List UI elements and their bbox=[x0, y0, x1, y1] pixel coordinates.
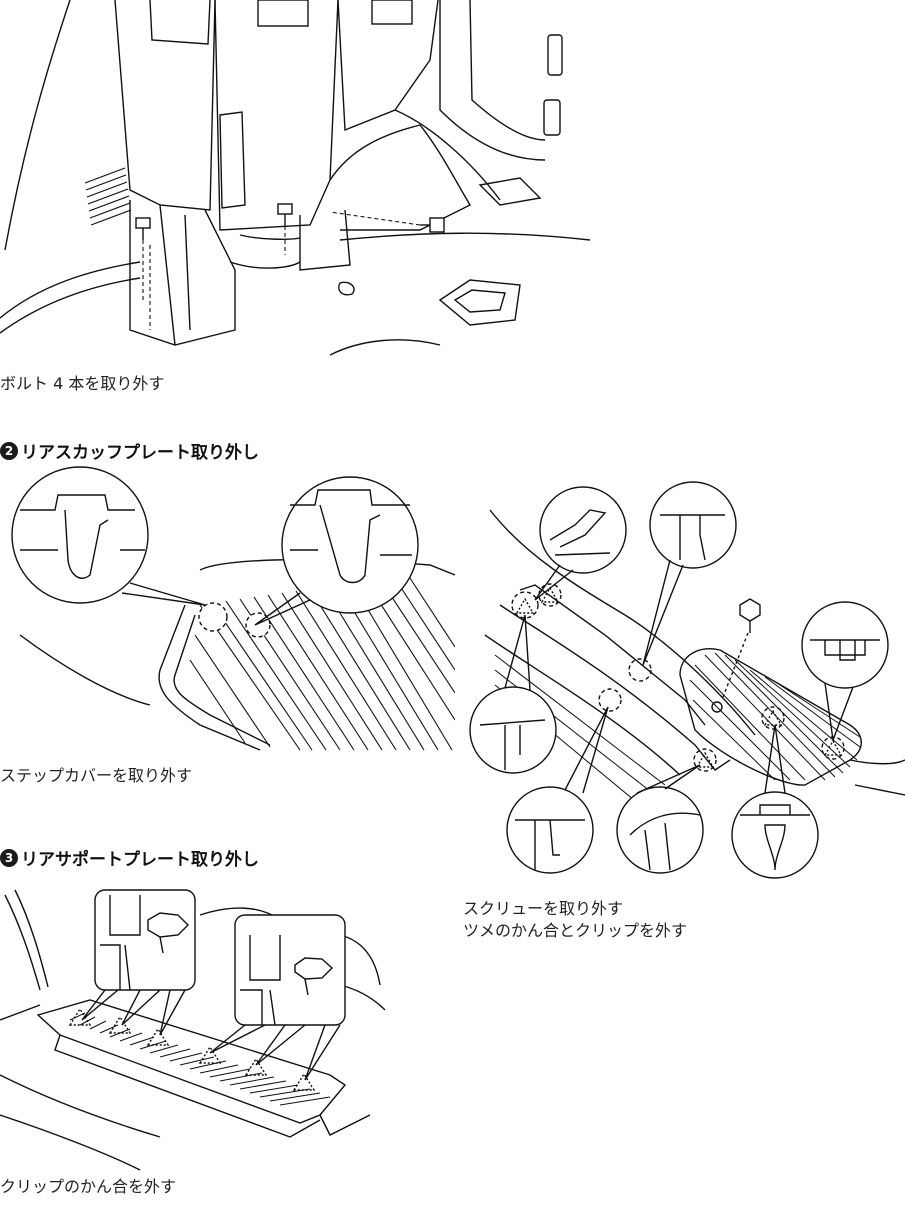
figure-scuff-plate bbox=[465, 475, 905, 895]
section2-title: リアスカッフプレート取り外し bbox=[21, 443, 259, 463]
section3-heading: 3 リアサポートプレート取り外し bbox=[0, 845, 259, 870]
figure1-caption: ボルト 4 本を取り外す bbox=[0, 374, 165, 393]
section3-title: リアサポートプレート取り外し bbox=[21, 850, 259, 870]
figure-step-cover bbox=[0, 465, 455, 755]
scuff-plate-caption-line-1: スクリューを取り外す bbox=[463, 899, 624, 918]
figure-seat-bolts bbox=[0, 0, 590, 365]
step-cover-caption: ステップカバーを取り外す bbox=[0, 766, 193, 785]
section2-number-badge: 2 bbox=[0, 441, 18, 460]
support-plate-caption: クリップのかん合を外す bbox=[0, 1177, 177, 1196]
section3-number-badge: 3 bbox=[0, 848, 18, 867]
section2-heading: 2 リアスカッフプレート取り外し bbox=[0, 438, 259, 463]
scuff-plate-caption-line-2: ツメのかん合とクリップを外す bbox=[463, 921, 688, 940]
figure-support-plate bbox=[0, 875, 390, 1175]
scuff-plate-caption: スクリューを取り外す ツメのかん合とクリップを外す bbox=[463, 898, 687, 942]
